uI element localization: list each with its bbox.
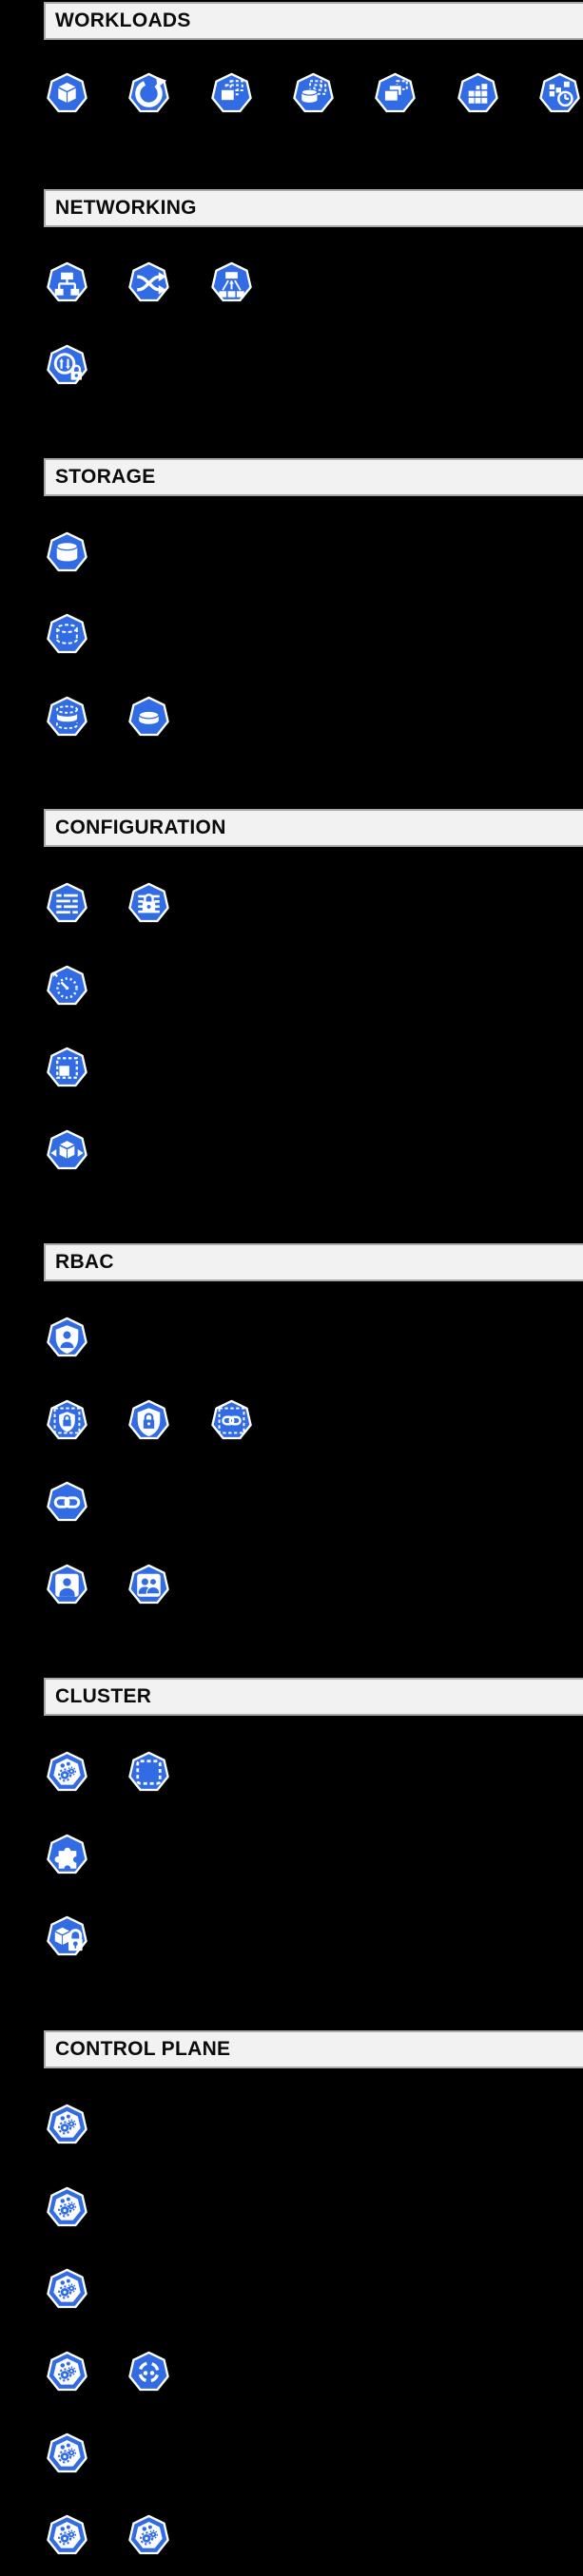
- ingress-icon: [209, 260, 254, 305]
- etcd-icon: [126, 2350, 171, 2394]
- persistentvolume-icon: [45, 530, 89, 575]
- pod-icon: [45, 71, 89, 116]
- resourcequota-icon: [45, 1046, 89, 1090]
- clusterrolebinding-icon: [209, 1398, 254, 1443]
- statefulset-icon: [291, 71, 336, 116]
- volume-icon: [126, 695, 171, 740]
- podsecuritypolicy-icon: [45, 1914, 89, 1959]
- section-title: NETWORKING: [55, 197, 197, 219]
- section-header-storage: STORAGE: [44, 458, 583, 496]
- secret-icon: [126, 881, 171, 926]
- daemonset-icon: [373, 71, 418, 116]
- crd-icon: [45, 1833, 89, 1877]
- user-icon: [45, 1563, 89, 1607]
- rolebinding-icon: [45, 1480, 89, 1525]
- group-icon: [126, 1563, 171, 1607]
- deployment-icon: [126, 71, 171, 116]
- node-icon: [45, 1750, 89, 1795]
- namespace-icon: [126, 1750, 171, 1795]
- control-plane-icon: [45, 2350, 89, 2394]
- limitrange-icon: [45, 964, 89, 1009]
- section-title: CLUSTER: [55, 1685, 152, 1707]
- storageclass-icon: [45, 695, 89, 740]
- serviceaccount-icon: [45, 1316, 89, 1360]
- section-title: CONTROL PLANE: [55, 2038, 231, 2060]
- job-icon: [456, 71, 500, 116]
- section-header-rbac: RBAC: [44, 1243, 583, 1281]
- section-header-cluster: CLUSTER: [44, 1678, 583, 1716]
- section-header-control-plane: CONTROL PLANE: [44, 2030, 583, 2068]
- section-header-workloads: WORKLOADS: [44, 2, 583, 40]
- section-title: CONFIGURATION: [55, 817, 226, 838]
- scheduler-icon: [126, 2513, 171, 2558]
- clusterrole-icon: [45, 1398, 89, 1443]
- cloud-controller-manager-icon: [45, 2185, 89, 2230]
- configmap-icon: [45, 881, 89, 926]
- controller-manager-icon: [45, 2267, 89, 2312]
- section-header-networking: NETWORKING: [44, 189, 583, 227]
- networkpolicy-icon: [45, 343, 89, 388]
- endpoints-icon: [126, 260, 171, 305]
- kubelet-icon: [45, 2513, 89, 2558]
- section-title: WORKLOADS: [55, 10, 191, 31]
- service-icon: [45, 260, 89, 305]
- kube-proxy-icon: [45, 2432, 89, 2476]
- section-title: STORAGE: [55, 466, 156, 488]
- api-server-icon: [45, 2103, 89, 2147]
- section-title: RBAC: [55, 1251, 114, 1273]
- replicaset-icon: [209, 71, 254, 116]
- cronjob-icon: [537, 71, 582, 116]
- role-icon: [126, 1398, 171, 1443]
- section-header-configuration: CONFIGURATION: [44, 809, 583, 847]
- hpa-icon: [45, 1128, 89, 1173]
- persistentvolumeclaim-icon: [45, 612, 89, 657]
